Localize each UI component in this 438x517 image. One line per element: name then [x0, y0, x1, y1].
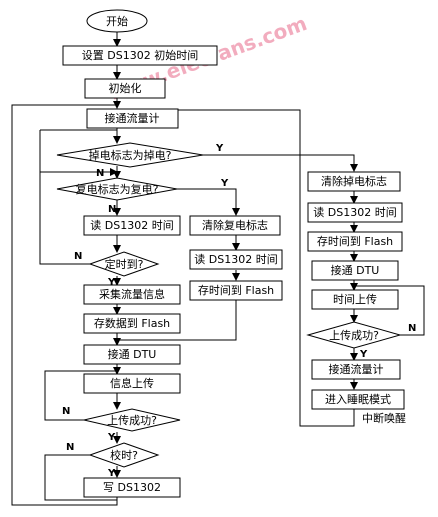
no-label-power-off: N	[96, 168, 104, 179]
yes-label-upload-ok-1: Y	[107, 432, 116, 443]
node-clear-power-off-label: 清除掉电标志	[321, 174, 387, 188]
node-set-time-label: 设置 DS1302 初始时间	[82, 48, 198, 62]
node-dtu-1: 接通 DTU	[83, 344, 181, 365]
node-read-time-2: 读 DS1302 时间	[189, 249, 283, 270]
node-read-time-3-label: 读 DS1302 时间	[313, 205, 396, 219]
node-upload-time-label: 时间上传	[333, 293, 377, 306]
decision-power-on-label: 复电标志为复电?	[76, 182, 159, 196]
decision-sync: 校时?	[88, 442, 160, 468]
no-label-upload-ok-2: N	[408, 323, 416, 334]
node-sleep-label: 进入睡眠模式	[325, 393, 391, 406]
decision-upload-ok-1: 上传成功?	[83, 408, 181, 432]
yes-label-sync: Y	[107, 468, 116, 479]
no-label-power-on: N	[108, 204, 116, 215]
decision-timer-label: 定时到?	[105, 257, 144, 271]
node-flowmeter-1-label: 接通流量计	[105, 111, 160, 125]
node-clear-power-on-label: 清除复电标志	[202, 218, 268, 232]
yes-label-power-off: Y	[215, 143, 224, 154]
node-init: 初始化	[84, 78, 166, 99]
yes-label-power-on: Y	[220, 178, 229, 189]
node-set-time: 设置 DS1302 初始时间	[62, 45, 218, 66]
node-save-data: 存数据到 Flash	[83, 313, 181, 334]
decision-power-off-label: 掉电标志为掉电?	[89, 148, 172, 162]
node-sleep: 进入睡眠模式	[311, 389, 405, 410]
node-save-time-1: 存时间到 Flash	[189, 280, 283, 301]
node-dtu-1-label: 接通 DTU	[108, 348, 157, 361]
node-start: 开始	[86, 9, 148, 33]
node-start-label: 开始	[106, 14, 128, 28]
connectors	[11, 32, 425, 506]
node-read-time-1-label: 读 DS1302 时间	[90, 218, 173, 232]
node-read-time-3: 读 DS1302 时间	[307, 202, 403, 223]
yes-label-upload-ok-2: Y	[359, 349, 368, 360]
node-save-data-label: 存数据到 Flash	[94, 316, 170, 330]
node-clear-power-on: 清除复电标志	[189, 215, 281, 236]
wakeup-label: 中断唤醒	[362, 411, 406, 425]
decision-power-on: 复电标志为复电?	[56, 177, 178, 201]
node-init-label: 初始化	[109, 81, 142, 95]
node-save-time-2: 存时间到 Flash	[307, 231, 403, 252]
no-label-sync: N	[66, 442, 74, 453]
node-write-time-label: 写 DS1302	[103, 481, 161, 494]
node-flowmeter-1: 接通流量计	[86, 108, 179, 129]
node-collect-label: 采集流量信息	[99, 287, 165, 301]
node-flowmeter-2: 接通流量计	[311, 359, 401, 380]
node-dtu-2-label: 接通 DTU	[331, 264, 380, 277]
decision-sync-label: 校时?	[110, 448, 138, 462]
decision-upload-ok-2-label: 上传成功?	[329, 329, 379, 342]
node-upload-time: 时间上传	[311, 289, 399, 310]
node-upload-info-label: 信息上传	[110, 376, 154, 390]
node-flowmeter-2-label: 接通流量计	[329, 362, 384, 376]
node-write-time: 写 DS1302	[83, 477, 181, 498]
decision-timer: 定时到?	[88, 251, 160, 277]
decision-power-off: 掉电标志为掉电?	[56, 142, 204, 168]
node-upload-info: 信息上传	[83, 373, 181, 394]
node-clear-power-off: 清除掉电标志	[307, 171, 401, 192]
yes-label-timer: Y	[107, 277, 116, 288]
node-dtu-2: 接通 DTU	[311, 260, 399, 281]
node-save-time-1-label: 存时间到 Flash	[198, 283, 274, 297]
decision-upload-ok-1-label: 上传成功?	[107, 414, 157, 427]
node-read-time-2-label: 读 DS1302 时间	[194, 252, 277, 266]
decision-upload-ok-2: 上传成功?	[306, 321, 402, 349]
no-label-upload-ok-1: N	[62, 406, 70, 417]
node-collect: 采集流量信息	[83, 284, 181, 305]
node-read-time-1: 读 DS1302 时间	[83, 215, 181, 236]
node-save-time-2-label: 存时间到 Flash	[317, 234, 393, 248]
no-label-timer: N	[74, 251, 82, 262]
